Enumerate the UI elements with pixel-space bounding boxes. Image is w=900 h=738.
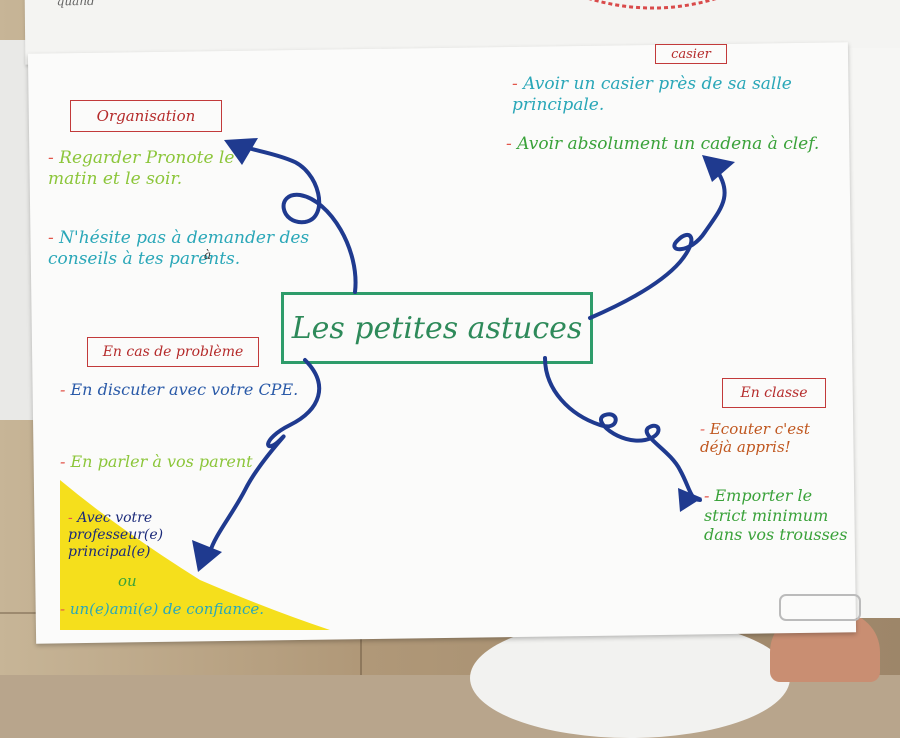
- probleme-item-5: - un(e)ami(e) de confiance.: [60, 600, 340, 618]
- probleme-item-2-text: En parler à vos parent: [70, 452, 253, 471]
- organisation-item-2-text: N'hésite pas à demander des conseils à t…: [48, 228, 310, 269]
- casier-item-2-text: Avoir absolument un cadena à clef.: [517, 134, 820, 154]
- floor-tile-line: [360, 612, 362, 675]
- arrowhead-classe: [678, 488, 702, 512]
- mindmap-arrows: [192, 138, 735, 572]
- probleme-item-2: - En parler à vos parent: [60, 452, 260, 472]
- probleme-item-4-text: ou: [118, 572, 137, 590]
- clip-drawing: [779, 594, 861, 621]
- probleme-item-1: - En discuter avec votre CPE.: [60, 380, 320, 400]
- title-box: Les petites astuces: [281, 292, 593, 364]
- label-classe-text: En classe: [740, 385, 808, 401]
- label-classe: En classe: [722, 378, 826, 408]
- classe-item-2-text: Emporter le strict minimum dans vos trou…: [704, 486, 848, 545]
- probleme-item-1-text: En discuter avec votre CPE.: [70, 380, 299, 399]
- page-title: Les petites astuces: [291, 310, 583, 346]
- bullet-dash: -: [60, 452, 71, 471]
- bullet-dash: -: [60, 380, 71, 399]
- label-probleme-text: En cas de problème: [102, 344, 244, 360]
- arrow-casier-path: [588, 166, 727, 320]
- organisation-item-2: - N'hésite pas à demander des conseils à…: [48, 228, 348, 269]
- arrow-classe-path: [543, 356, 702, 502]
- probleme-item-3: - Avec votre professeur(e) principal(e): [68, 510, 198, 561]
- label-casier-text: casier: [671, 46, 711, 62]
- organisation-item-1: - Regarder Pronote le matin et le soir.: [48, 148, 278, 189]
- classe-item-1-text: Ecouter c'est déjà appris!: [700, 420, 810, 457]
- yellow-highlight: [60, 480, 330, 630]
- organisation-item-1-text: Regarder Pronote le matin et le soir.: [48, 148, 235, 189]
- classe-item-2: - Emporter le strict minimum dans vos tr…: [704, 486, 854, 545]
- label-organisation: Organisation: [70, 100, 222, 132]
- bullet-dash: -: [704, 486, 715, 505]
- bullet-dash: -: [48, 148, 60, 168]
- probleme-item-5-text: un(e)ami(e) de confiance.: [69, 600, 265, 618]
- arrow-probleme-path: [208, 358, 322, 554]
- label-probleme: En cas de problème: [87, 337, 259, 367]
- bullet-dash: -: [48, 228, 60, 248]
- bullet-dash: -: [60, 600, 70, 618]
- bullet-dash: -: [512, 74, 524, 94]
- organisation-correction: à: [204, 248, 212, 262]
- probleme-item-3-text: Avec votre professeur(e) principal(e): [68, 510, 164, 561]
- casier-item-2: - Avoir absolument un cadena à clef.: [506, 134, 826, 155]
- arrowhead-probleme: [192, 540, 222, 572]
- casier-item-1: - Avoir un casier près de sa salle princ…: [512, 74, 852, 115]
- arrowhead-organisation: [224, 138, 258, 165]
- arrowhead-casier: [702, 155, 735, 182]
- bullet-dash: -: [506, 134, 518, 154]
- casier-item-1-text: Avoir un casier près de sa salle princip…: [512, 74, 792, 115]
- label-organisation-text: Organisation: [96, 107, 196, 125]
- probleme-item-4: ou: [118, 572, 137, 590]
- bullet-dash: -: [700, 420, 710, 438]
- arrow-organisation-path: [238, 143, 358, 294]
- label-casier: casier: [655, 44, 727, 64]
- classe-item-1: - Ecouter c'est déjà appris!: [700, 420, 845, 457]
- bullet-dash: -: [68, 510, 78, 526]
